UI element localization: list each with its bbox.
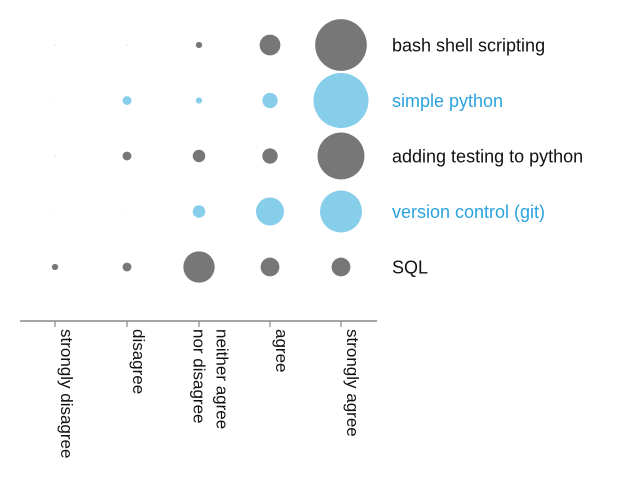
bubble-r2-c3: [262, 148, 278, 164]
row-label-1: simple python: [392, 91, 503, 111]
bubble-r0-c0: [54, 44, 56, 46]
bubble-r1-c1: [122, 96, 132, 105]
bubble-r3-c3: [255, 197, 285, 226]
bubble-r4-c0: [51, 263, 59, 271]
bubble-r1-c4: [313, 73, 369, 128]
bubble-r3-c1: [126, 210, 128, 213]
bubble-r3-c0: [54, 210, 56, 213]
bubble-r2-c4: [317, 132, 365, 180]
x-tick-label-3-0: agree: [272, 329, 291, 372]
bubble-r2-c2: [192, 149, 206, 163]
row-label-4: SQL: [392, 258, 428, 278]
bubble-r4-c1: [122, 262, 132, 272]
bubble-r2-c0: [54, 155, 56, 157]
bubble-r4-c3: [260, 257, 280, 277]
bubble-r1-c3: [262, 92, 278, 109]
bubble-r2-c1: [122, 151, 132, 161]
x-tick-label-0-0: strongly disagree: [57, 329, 76, 458]
bubble-r0-c2: [195, 41, 203, 49]
x-tick-label-4-0: strongly agree: [343, 329, 362, 437]
bubble-r4-c2: [183, 251, 215, 283]
x-tick-label-2-0: neither agree: [213, 329, 232, 429]
row-label-2: adding testing to python: [392, 147, 583, 167]
row-label-3: version control (git): [392, 202, 545, 222]
bubble-r3-c2: [192, 205, 206, 218]
bubble-r1-c0: [54, 99, 56, 102]
bubble-r4-c4: [331, 257, 351, 277]
bubble-r0-c4: [315, 19, 367, 71]
x-tick-label-2-1: nor disagree: [190, 329, 209, 424]
bubble-r1-c2: [195, 97, 203, 104]
bubble-r0-c1: [126, 44, 128, 46]
x-tick-label-1-0: disagree: [129, 329, 148, 394]
row-label-0: bash shell scripting: [392, 36, 545, 56]
bubble-r3-c4: [319, 190, 363, 233]
bubble-r0-c3: [259, 34, 281, 56]
